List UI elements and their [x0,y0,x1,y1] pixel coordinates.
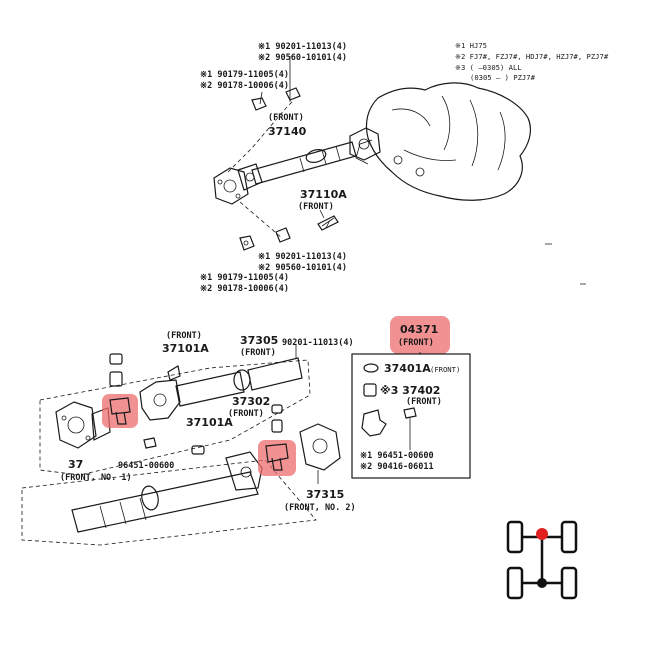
bearing-cup-4 [271,404,283,414]
legend-line-1: ※1 HJ75 [455,41,487,50]
legend-line-3: ※3 ( –0305) ALL [455,63,522,72]
shaft-tube-37302 [175,371,245,407]
front-axle-dot [536,528,548,540]
label-nut1-b: ※2 90178-10006(4) [200,81,289,91]
label-front-d: (FRONT) [240,348,276,358]
front-no1-group-outline [39,359,311,476]
label-front-no2: (FRONT, NO. 2) [284,503,356,513]
bearing-cup-5 [271,419,283,433]
label-bearing-37110a: 37110A [300,188,347,201]
bearing-cup-2 [109,371,123,387]
legend-line-4: (0305 – ) PZJ7# [470,73,536,82]
universal-joint-spider-right [265,443,289,471]
label-bolt2-a: ※1 90201-11013(4) [258,252,347,262]
label-fitting-1: ※1 96451-00600 [360,451,434,461]
label-front-b: (FRONT) [298,202,334,212]
bearing-cup-3 [191,445,205,455]
label-nut1-a: ※1 90179-11005(4) [200,70,289,80]
repair-kit-group: 04371 (FRONT) 37401A (FRONT) ※3 37402 (F… [351,316,471,479]
label-shaft-37140: 37140 [268,125,307,138]
label-front-no1: (FRONT, NO. 1) [60,473,132,483]
variant-legend: ※1 HJ75 ※2 FJ7#, FZJ7#, HDJ7#, HZJ7#, PZ… [455,41,609,82]
front-no2-flange-yoke [299,423,341,471]
upper-front-flange [213,167,249,205]
universal-joint-spider-left [109,397,131,425]
kit-bearing-cup [363,383,377,397]
label-spider-37401a: 37401A [384,362,431,375]
grease-fitting-1 [143,437,157,449]
kit-number-highlight [390,316,450,354]
kit-spider-cross [361,409,387,437]
kit-seal-ring [363,363,379,373]
label-kit-04371: 04371 [400,323,438,336]
legend-line-2: ※2 FJ7#, FZJ7#, HDJ7#, HZJ7#, PZJ7# [455,52,609,61]
label-bolt1-b: ※2 90560-10101(4) [258,53,347,63]
rear-flange-yoke [349,127,381,161]
front-no1-flange [55,401,97,449]
label-bolt3: 90201-11013(4) [282,338,354,348]
label-shaft1: 37 [68,458,83,471]
bearing-cup-1 [109,353,123,365]
label-bearing-front: (FRONT) [406,397,442,407]
label-bolt2-b: ※2 90560-10101(4) [258,263,347,273]
front-no2-shaft-tube [71,471,259,533]
label-fitting-2: ※2 90416-06011 [360,462,434,472]
center-bearing-bolt [317,215,339,231]
label-front-e: (FRONT) [228,409,264,419]
flange-nut-upper [251,97,267,111]
repair-kit-box [351,353,471,479]
front-no2-group-outline [21,459,317,546]
label-yoke-37101a: 37101A [162,342,209,355]
label-nut2-a: ※1 90179-11005(4) [200,273,289,283]
label-sleeve-37305: 37305 [240,334,278,347]
label-nut2-b: ※2 90178-10006(4) [200,284,289,294]
flange-bolt-upper [285,87,301,101]
kit-grease-fitting [403,407,417,419]
label-front-c: (FRONT) [166,331,202,341]
upper-assembly: ※1 90201-11013(4) ※2 90560-10101(4) ※1 9… [200,42,532,294]
slip-yoke-37101a [139,379,181,421]
rear-axle-dot [537,578,547,588]
front-no2-yoke [225,451,263,491]
drivetrain-4x4-icon [506,520,578,600]
label-front-a: (FRONT) [268,113,304,123]
lower-assembly: (FRONT) 37101A 37305 (FRONT) 90201-11013… [21,331,356,546]
upper-propeller-shaft [251,141,357,185]
label-tube-37302: 37302 [232,395,270,408]
flange-nut-lower [239,235,255,251]
label-shaft-37315: 37315 [306,488,344,501]
sleeve-yoke-37305 [247,357,303,391]
label-spider-front: (FRONT) [430,365,460,374]
label-bearing-37402: ※3 37402 [380,384,440,397]
label-grease-fitting: 96451-00600 [118,461,174,471]
label-yoke2-37101a: 37101A [186,416,233,429]
label-bolt1-a: ※1 90201-11013(4) [258,42,347,52]
label-kit-front: (FRONT) [398,338,434,348]
transfer-case-housing [365,82,532,201]
flange-bolt-lower [275,227,291,243]
upper-front-ujoint [237,163,263,191]
